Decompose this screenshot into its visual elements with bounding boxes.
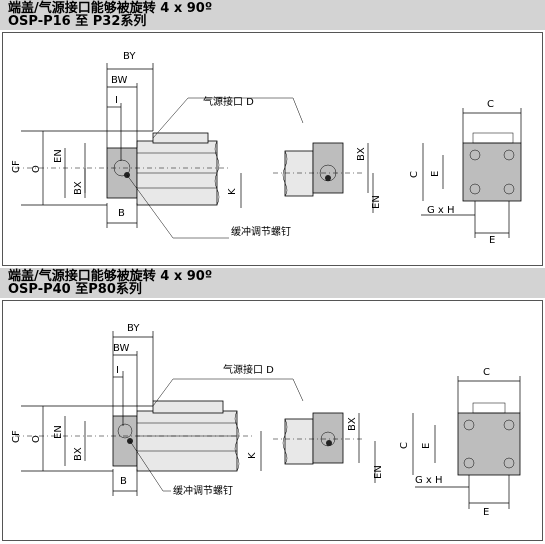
section-header: 端盖/气源接口能够被旋转 4 x 90º OSP-P40 至P80系列 <box>0 268 545 298</box>
cylinder-body-right <box>284 150 314 197</box>
end-cap-left <box>106 147 138 199</box>
label-i: I <box>115 95 118 106</box>
dimension-drawing: BY BW I CF O EN BX B K 气源接口 D 缓冲调节螺钉 BX … <box>11 323 521 518</box>
end-view <box>462 142 522 202</box>
cylinder-body <box>136 410 238 472</box>
label-c-top: C <box>483 367 490 378</box>
label-k: K <box>247 452 258 459</box>
label-k: K <box>227 188 238 195</box>
drawing-panel: BY BW I CF O EN BX B K 气源接口 D 缓冲调节螺钉 BX … <box>2 300 543 541</box>
label-i: I <box>116 365 119 376</box>
section-header: 端盖/气源接口能够被旋转 4 x 90º OSP-P16 至 P32系列 <box>0 0 545 30</box>
label-cushion-screw: 缓冲调节螺钉 <box>231 225 291 238</box>
label-bw: BW <box>111 75 128 86</box>
section-title: 端盖/气源接口能够被旋转 4 x 90º <box>8 269 213 284</box>
label-bx-right: BX <box>356 147 367 161</box>
end-cap-right <box>312 142 344 194</box>
label-c-top: C <box>487 99 494 110</box>
section-p16-p32: 端盖/气源接口能够被旋转 4 x 90º OSP-P16 至 P32系列 <box>0 0 545 268</box>
label-b: B <box>118 208 125 219</box>
label-air-port: 气源接口 D <box>203 95 254 108</box>
label-cf: CF <box>11 160 22 173</box>
section-subtitle: OSP-P16 至 P32系列 <box>8 14 147 29</box>
section-p40-p80: 端盖/气源接口能够被旋转 4 x 90º OSP-P40 至P80系列 <box>0 268 545 543</box>
label-e-side: E <box>421 443 432 449</box>
label-gxh: G x H <box>427 205 455 216</box>
label-en: EN <box>53 425 64 439</box>
label-o: O <box>31 165 42 173</box>
label-by: BY <box>123 51 136 62</box>
label-en-right: EN <box>371 195 382 209</box>
end-cap-left <box>112 415 138 467</box>
label-c-side: C <box>409 171 420 178</box>
end-cap-right <box>312 412 344 464</box>
label-en: EN <box>53 149 64 163</box>
label-cf: CF <box>11 430 22 443</box>
section-title: 端盖/气源接口能够被旋转 4 x 90º <box>8 1 213 16</box>
label-gxh: G x H <box>415 475 443 486</box>
label-e-side: E <box>430 171 441 177</box>
section-subtitle: OSP-P40 至P80系列 <box>8 282 142 297</box>
label-bx-right: BX <box>347 417 358 431</box>
label-e-bottom: E <box>483 507 489 518</box>
label-bw: BW <box>113 343 130 354</box>
label-bx: BX <box>73 447 84 461</box>
label-air-port: 气源接口 D <box>223 363 274 376</box>
label-o: O <box>31 435 42 443</box>
end-view <box>457 412 521 476</box>
carriage <box>152 132 209 144</box>
label-cushion-screw: 缓冲调节螺钉 <box>173 484 233 497</box>
label-c-side: C <box>399 442 410 449</box>
carriage <box>152 400 224 414</box>
label-b: B <box>120 476 127 487</box>
label-bx: BX <box>73 181 84 195</box>
dimension-drawing: BY BW I CF O EN BX B K 气源接口 D 缓冲调节螺钉 BX … <box>11 51 522 246</box>
drawing-panel: BY BW I CF O EN BX B K 气源接口 D 缓冲调节螺钉 BX … <box>2 32 543 266</box>
label-e-bottom: E <box>489 235 495 246</box>
label-by: BY <box>127 323 140 334</box>
label-en-right: EN <box>373 465 384 479</box>
